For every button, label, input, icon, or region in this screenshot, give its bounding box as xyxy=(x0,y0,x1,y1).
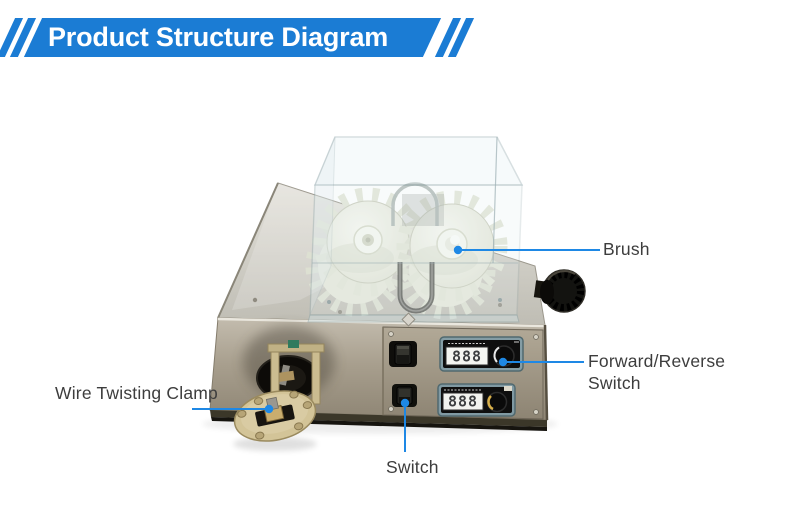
label-wire-twisting-clamp: Wire Twisting Clamp xyxy=(55,383,218,403)
brush-left xyxy=(305,187,423,317)
panel-screws xyxy=(388,331,539,415)
acrylic-cover xyxy=(307,136,524,323)
flange-shadow xyxy=(233,437,317,451)
clamp-rail-right xyxy=(311,345,321,405)
side-hand-knob xyxy=(533,269,586,313)
leader-dot-wire-twisting-clamp xyxy=(264,404,274,414)
digital-display-top xyxy=(445,346,489,366)
leader-dot-brush xyxy=(453,245,463,255)
label-switch: Switch xyxy=(386,457,439,477)
wire-twisting-clamp xyxy=(233,326,335,442)
leader-lines xyxy=(192,245,600,452)
leader-dot-switch xyxy=(400,398,410,408)
label-forward-reverse-line2: Switch xyxy=(588,372,641,393)
speed-controller-top: 888 xyxy=(439,336,524,372)
digital-display-bottom xyxy=(442,392,484,411)
handle-arch xyxy=(391,182,439,226)
label-forward-reverse-line1: Forward/Reverse xyxy=(588,351,726,371)
label-forward-reverse-switch: Forward/Reverse Switch xyxy=(588,351,725,395)
front-latch-screw xyxy=(401,312,416,327)
display-value-top: 888 xyxy=(452,348,482,366)
speed-controller-bottom: 888 xyxy=(437,383,516,417)
display-value-bottom: 888 xyxy=(448,393,478,411)
leader-dot-forward-reverse xyxy=(498,357,508,367)
label-brush: Brush xyxy=(603,239,650,259)
rocker-switch-top xyxy=(389,341,417,367)
